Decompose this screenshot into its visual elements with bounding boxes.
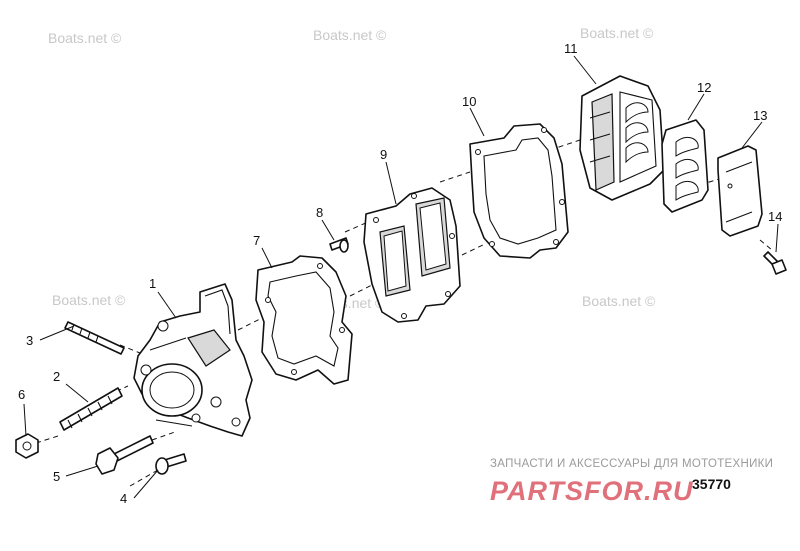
part-6-nut xyxy=(15,433,39,459)
callout-12: 12 xyxy=(697,80,711,95)
callout-1: 1 xyxy=(149,276,156,291)
part-10-gasket xyxy=(469,123,569,259)
part-14-screw xyxy=(763,251,787,275)
callout-2: 2 xyxy=(53,369,60,384)
brand-logo: PARTSFOR.RU xyxy=(490,476,694,506)
part-13-reed-stop xyxy=(717,145,763,237)
watermark: Boats.net © xyxy=(313,27,387,43)
leader-lines xyxy=(23,55,779,499)
callout-9: 9 xyxy=(380,147,387,162)
callout-7: 7 xyxy=(253,233,260,248)
callout-8: 8 xyxy=(316,205,323,220)
watermark: Boats.net © xyxy=(582,293,656,309)
brand-subtitle: ЗАПЧАСТИ И АКСЕССУАРЫ ДЛЯ МОТОТЕХНИКИ xyxy=(490,458,773,470)
part-12-reed-gasket xyxy=(661,119,709,213)
part-11-reed-block xyxy=(579,75,665,201)
callout-10: 10 xyxy=(462,94,476,109)
callout-4: 4 xyxy=(120,491,127,506)
callout-3: 3 xyxy=(26,333,33,348)
part-3-screw xyxy=(64,321,125,355)
watermark: Boats.net © xyxy=(52,292,126,308)
callout-14: 14 xyxy=(768,209,782,224)
part-2-stud xyxy=(59,387,123,431)
callout-13: 13 xyxy=(753,108,767,123)
callout-5: 5 xyxy=(53,469,60,484)
callout-6: 6 xyxy=(18,387,25,402)
watermarks: Boats.net © Boats.net © Boats.net © Boat… xyxy=(48,25,656,311)
part-1-adaptor-housing xyxy=(133,283,253,437)
part-4-bolt xyxy=(155,453,187,475)
part-7-gasket xyxy=(255,255,353,385)
callouts: 1 2 3 4 5 6 7 8 9 10 11 12 13 14 xyxy=(18,41,782,506)
callout-11: 11 xyxy=(564,41,578,56)
watermark: Boats.net © xyxy=(48,30,122,46)
part-8-screw xyxy=(329,237,349,253)
part-5-hex-bolt xyxy=(95,435,154,475)
brand-footer: ЗАПЧАСТИ И АКСЕССУАРЫ ДЛЯ МОТОТЕХНИКИ PA… xyxy=(490,458,773,506)
part-9-reed-plate xyxy=(363,187,461,323)
watermark: Boats.net © xyxy=(580,25,654,41)
figure-number: 35770 xyxy=(692,476,731,492)
